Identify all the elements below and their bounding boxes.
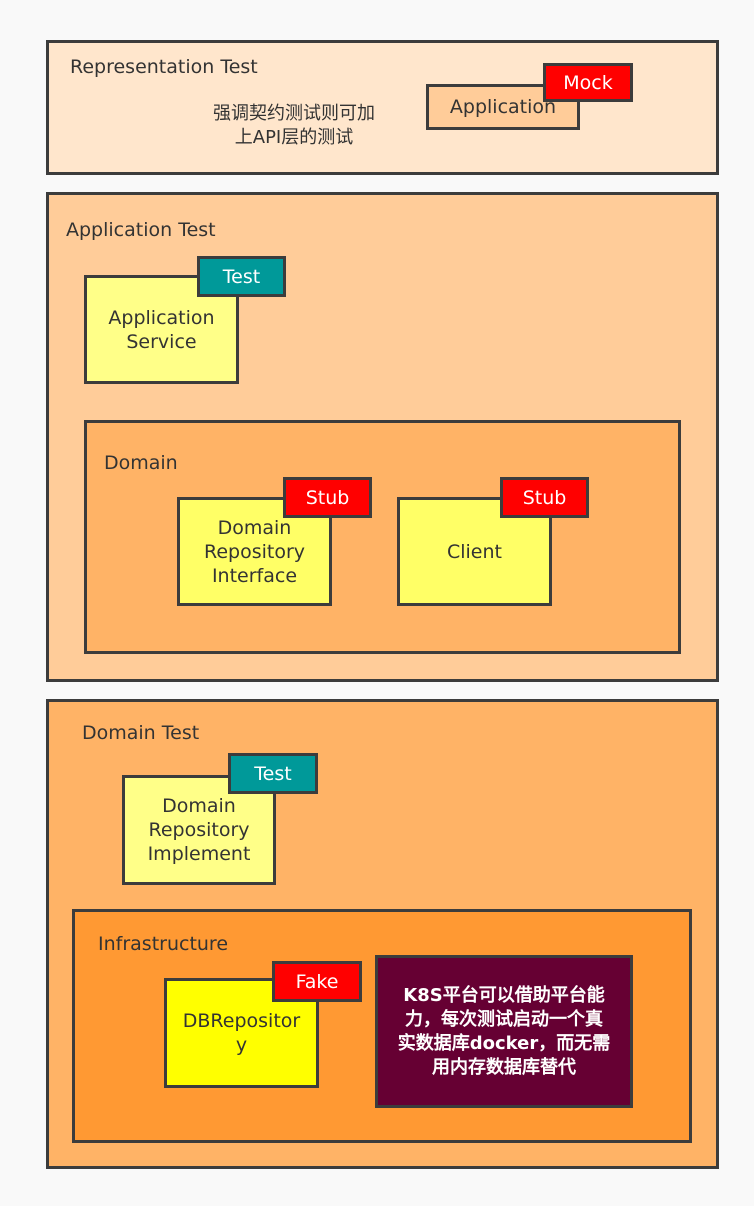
db-repository-box: DBRepositor y [164,978,319,1088]
representation-test-layer [46,40,719,175]
domain-test-title: Domain Test [82,722,200,744]
domain-repository-implement-test-tag: Test [228,753,318,794]
application-service-test-tag: Test [197,256,286,297]
domain-title: Domain [104,452,178,474]
representation-test-title: Representation Test [70,56,258,78]
infrastructure-title: Infrastructure [98,933,229,955]
mock-tag: Mock [543,63,633,102]
db-repository-fake-tag: Fake [272,961,362,1002]
representation-note: 强调契约测试则可加 上API层的测试 [213,103,375,148]
client-stub-tag: Stub [500,477,589,518]
domain-repository-implement-box: Domain Repository Implement [122,775,276,885]
k8s-docker-note: K8S平台可以借助平台能 力，每次测试启动一个真 实数据库docker，而无需 … [375,955,633,1108]
domain-repository-stub-tag: Stub [283,477,372,518]
application-test-title: Application Test [66,219,216,241]
